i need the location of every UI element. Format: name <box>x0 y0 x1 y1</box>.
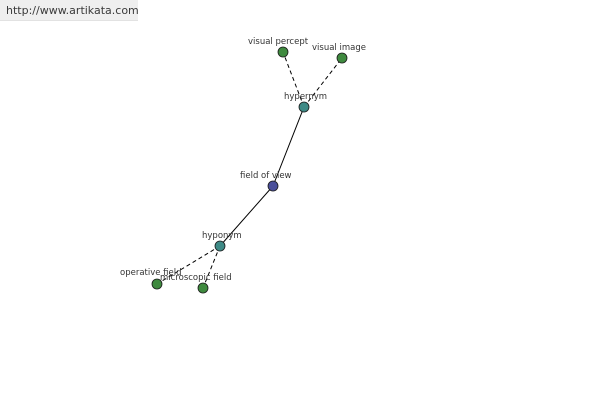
edge-field-of-view-hyponym <box>219 185 274 247</box>
node-visual-percept-dot[interactable] <box>277 46 289 58</box>
node-field-of-view[interactable]: field of view <box>240 171 292 192</box>
node-hypernym-label: hypernym <box>284 92 327 102</box>
node-visual-image-label: visual image <box>312 43 366 53</box>
node-microscopic-field-label: microscopic field <box>160 273 232 283</box>
node-hypernym[interactable]: hypernym <box>284 92 327 113</box>
node-field-of-view-label: field of view <box>240 171 292 181</box>
node-field-of-view-dot[interactable] <box>267 180 279 192</box>
edge-hypernym-visual-percept <box>282 51 305 108</box>
node-microscopic-field-dot[interactable] <box>197 282 209 294</box>
node-visual-percept[interactable]: visual percept <box>248 37 309 58</box>
node-visual-image[interactable]: visual image <box>312 43 366 64</box>
edge-hypernym-visual-image <box>303 57 343 108</box>
edges-layer <box>156 51 343 289</box>
node-hyponym-label: hyponym <box>202 231 242 241</box>
node-hypernym-dot[interactable] <box>298 101 310 113</box>
node-operative-field-label: operative field <box>120 268 182 278</box>
edge-field-of-view-hypernym <box>272 106 305 187</box>
node-microscopic-field[interactable]: microscopic field <box>160 273 232 294</box>
node-hyponym-dot[interactable] <box>214 240 226 252</box>
node-visual-image-dot[interactable] <box>336 52 348 64</box>
node-visual-percept-label: visual percept <box>248 37 309 47</box>
node-operative-field[interactable]: operative field <box>120 268 182 290</box>
node-hyponym[interactable]: hyponym <box>202 231 242 252</box>
edge-hyponym-operative-field <box>156 245 221 285</box>
node-operative-field-dot[interactable] <box>151 278 163 290</box>
url-text[interactable]: http://www.artikata.com <box>6 4 139 17</box>
edge-hyponym-microscopic-field <box>202 245 221 289</box>
url-banner[interactable]: http://www.artikata.com <box>0 0 139 21</box>
